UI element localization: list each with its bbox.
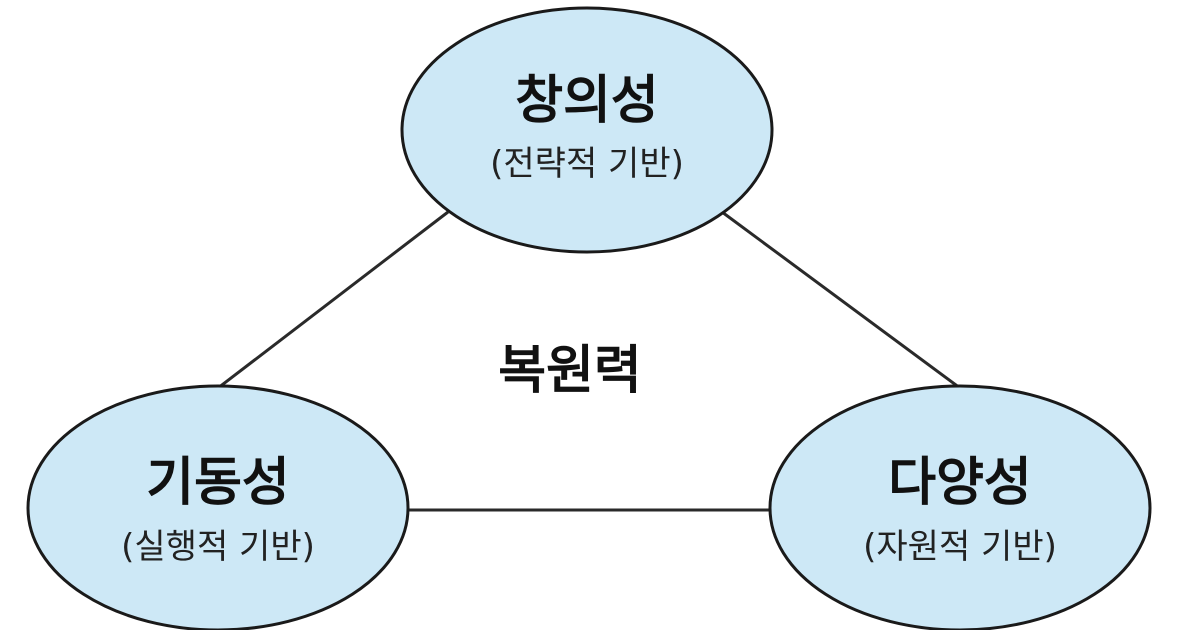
node-diversity-subtitle: (자원적 기반) (863, 527, 1057, 567)
node-creativity-title: 창의성 (515, 71, 659, 131)
edge-top-left (217, 210, 449, 390)
center-label-resilience: 복원력 (498, 341, 642, 401)
node-mobility-ellipse (26, 384, 410, 630)
node-creativity-ellipse (400, 6, 774, 254)
node-creativity-subtitle: (전략적 기반) (490, 144, 684, 184)
node-mobility: 기동성 (실행적 기반) (26, 384, 410, 630)
node-creativity: 창의성 (전략적 기반) (400, 6, 774, 254)
node-mobility-title: 기동성 (146, 453, 290, 513)
edge-top-right (721, 210, 961, 390)
node-diversity-ellipse (768, 384, 1152, 630)
node-diversity-title: 다양성 (888, 453, 1032, 513)
node-diversity: 다양성 (자원적 기반) (768, 384, 1152, 630)
node-mobility-subtitle: (실행적 기반) (121, 527, 315, 567)
